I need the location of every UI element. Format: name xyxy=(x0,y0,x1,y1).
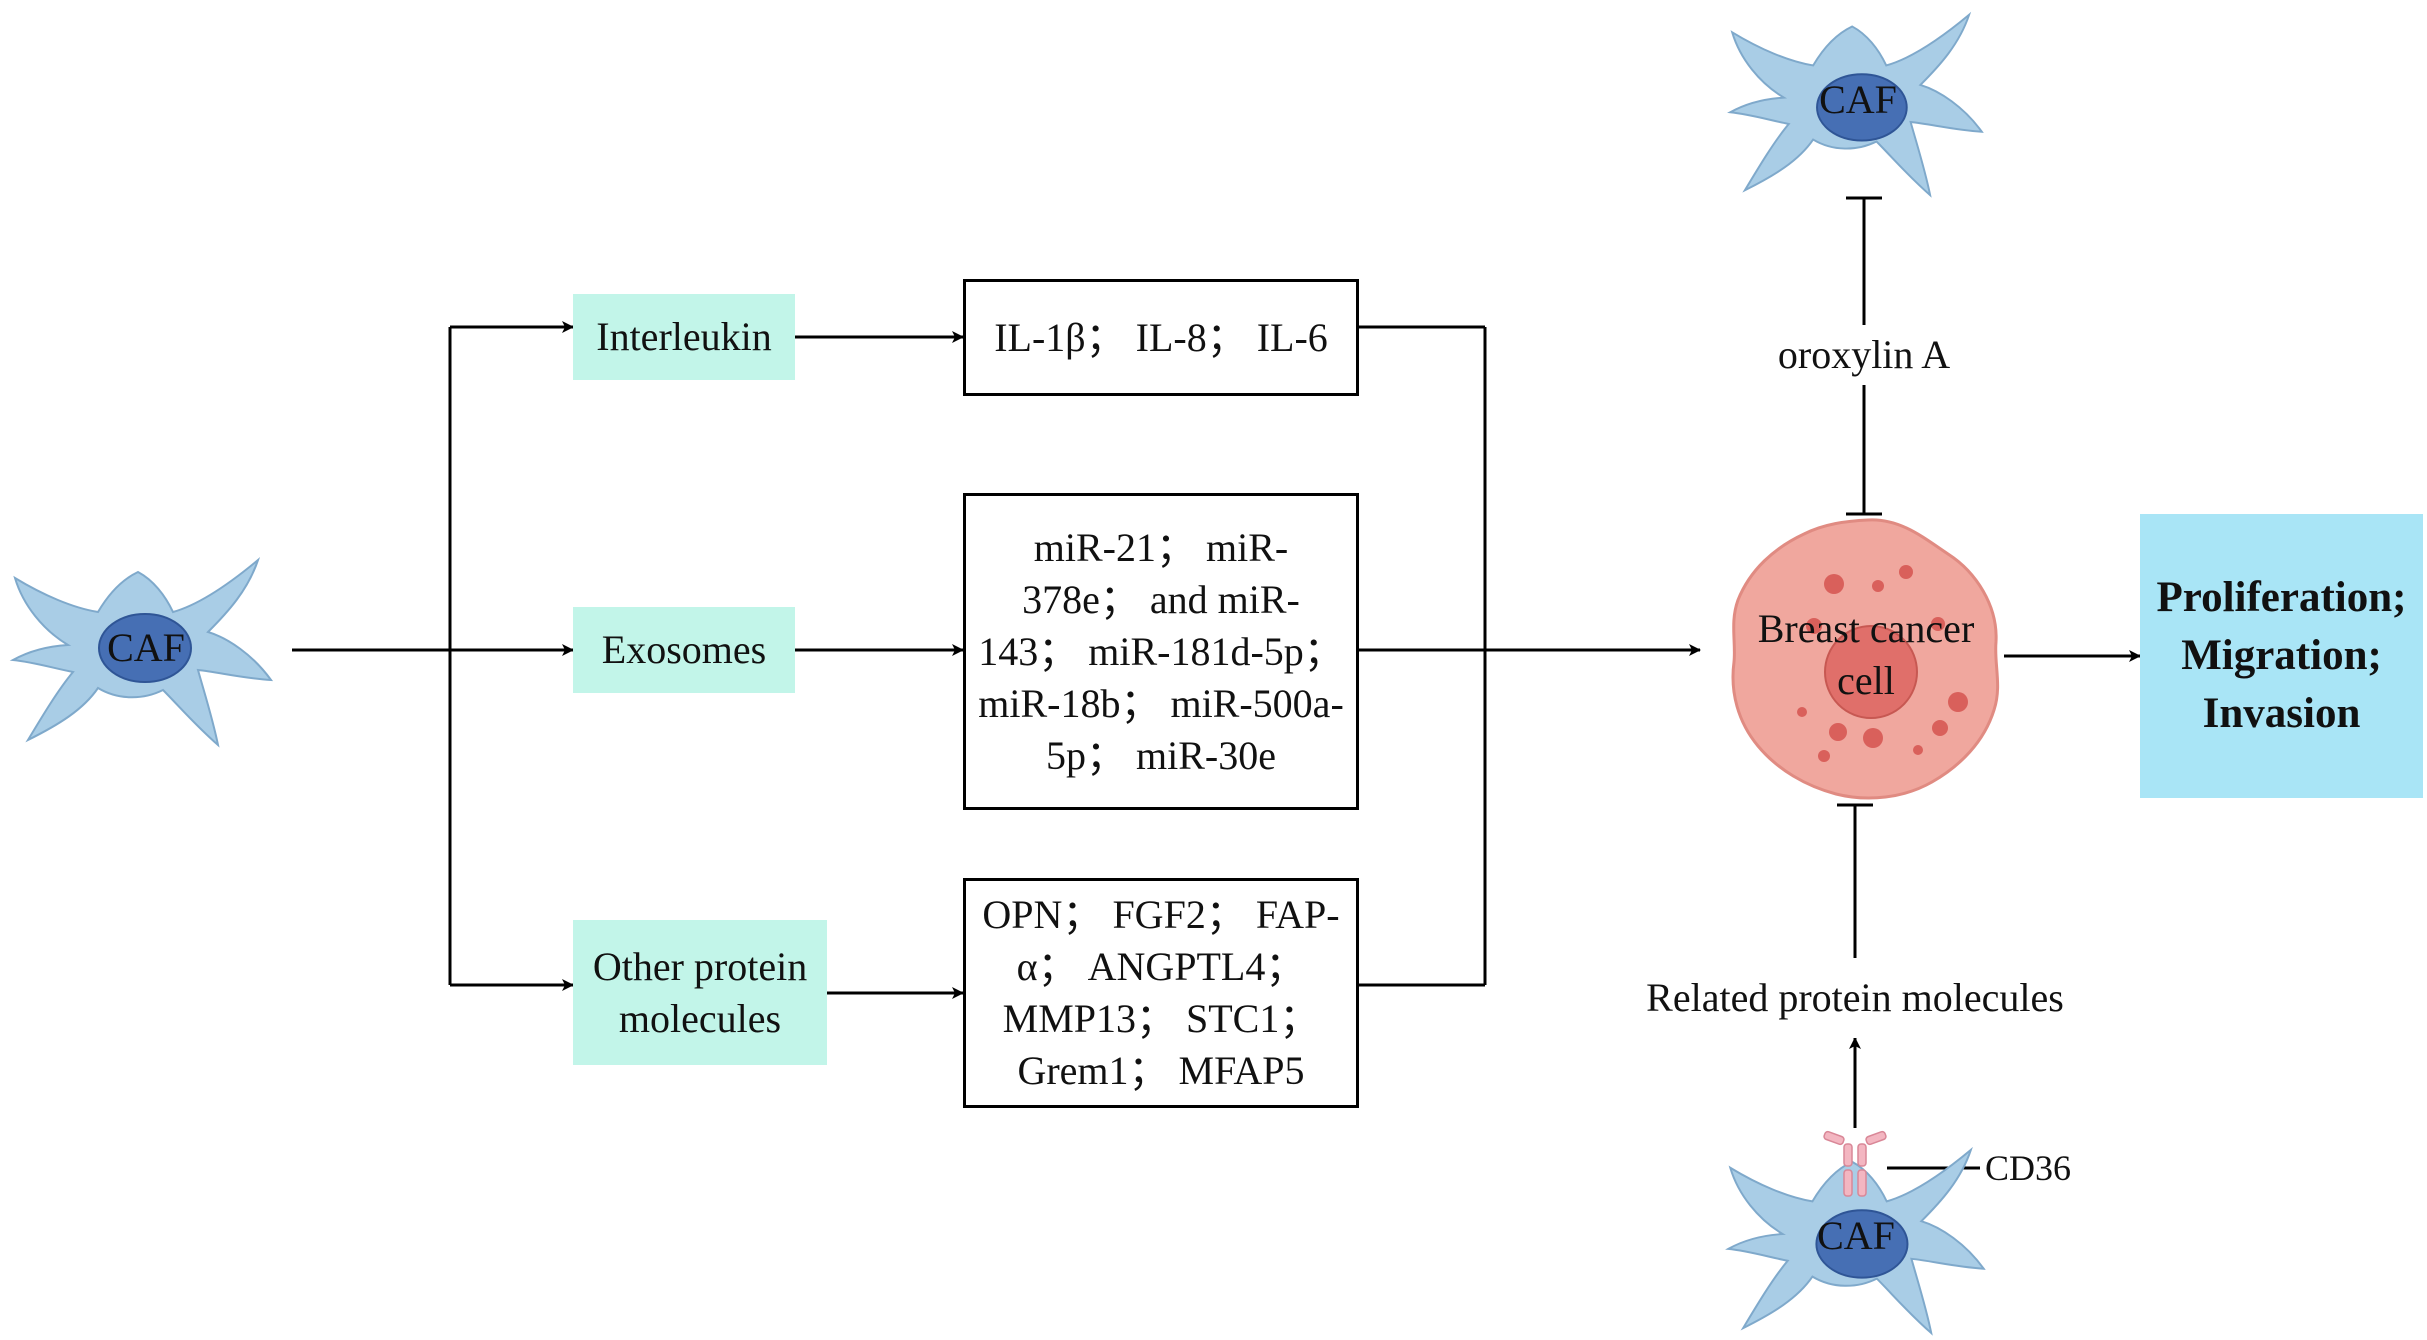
breast-cancer-cell xyxy=(1731,518,2000,800)
caf-source-cell xyxy=(9,556,274,748)
outcome-box: Proliferation; Migration; Invasion xyxy=(2140,514,2423,798)
caf-top-nucleus xyxy=(1816,73,1908,142)
cd36-receptor-icon xyxy=(1823,1130,1887,1197)
breast-cancer-cell-label: Breast cancer cell xyxy=(1757,606,1975,703)
cancer-cell-granules xyxy=(1797,565,1968,762)
category-exosomes: Exosomes xyxy=(573,607,795,693)
cancer-cell-nucleus xyxy=(1824,625,1918,719)
members-other-proteins: OPN； FGF2； FAP-α； ANGPTL4； MMP13； STC1； … xyxy=(963,878,1359,1108)
members-interleukin: IL-1β； IL-8； IL-6 xyxy=(963,279,1359,396)
inhibitor-oroxylin-label: oroxylin A xyxy=(1714,325,2014,385)
caf-top-cell xyxy=(1727,11,1984,198)
cd36-label: CD36 xyxy=(1985,1147,2072,1188)
inhibitor-related-proteins-label: Related protein molecules xyxy=(1610,958,2100,1038)
caf-top-label: CAF xyxy=(1819,77,1897,122)
caf-bottom-nucleus xyxy=(1815,1209,1909,1279)
category-interleukin: Interleukin xyxy=(573,294,795,380)
category-other-proteins: Other protein molecules xyxy=(573,920,827,1065)
caf-source-nucleus xyxy=(98,613,192,683)
members-exosomes: miR-21； miR-378e； and miR-143； miR-181d-… xyxy=(963,493,1359,810)
caf-bottom-cell xyxy=(1725,1146,1986,1336)
caf-source-label: CAF xyxy=(107,625,185,670)
caf-bottom-label: CAF xyxy=(1817,1213,1895,1258)
